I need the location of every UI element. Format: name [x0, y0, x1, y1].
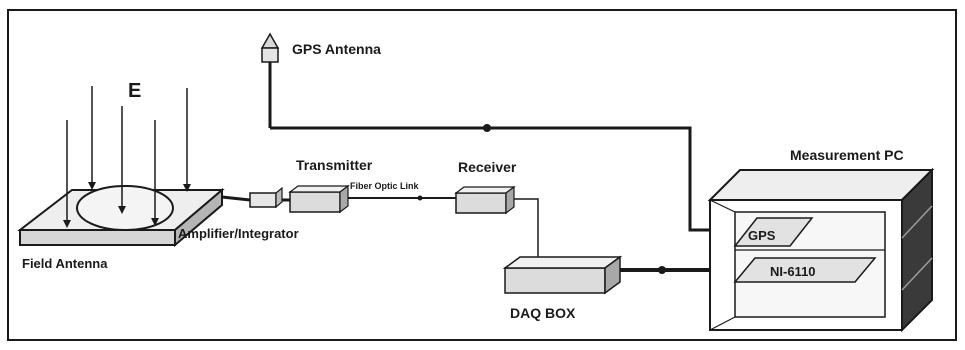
measurement-pc	[707, 167, 935, 333]
daq-box-label: DAQ BOX	[510, 305, 576, 321]
transmitter-box	[288, 184, 350, 214]
gps-antenna-icon	[260, 32, 280, 128]
ni-6110-card-label: NI-6110	[770, 264, 816, 279]
receiver-box	[454, 185, 516, 215]
measurement-pc-label: Measurement PC	[790, 147, 904, 163]
amplifier-block	[249, 186, 283, 209]
amplifier-integrator-label: Amplifier/Integrator	[178, 226, 299, 241]
gps-cable	[270, 124, 735, 232]
ni-6110-card	[733, 257, 877, 283]
antenna-cable	[221, 195, 251, 202]
fiber-optic-link	[348, 195, 456, 201]
gps-card-label: GPS	[748, 228, 776, 243]
receiver-to-daq-cable	[514, 198, 539, 268]
e-field-arrows	[63, 86, 191, 228]
fiber-optic-link-label: Fiber Optic Link	[350, 181, 420, 191]
field-antenna-label: Field Antenna	[22, 256, 108, 271]
gps-card	[733, 217, 814, 247]
diagram-frame	[7, 9, 957, 341]
daq-box	[502, 255, 623, 295]
transmitter-label: Transmitter	[296, 157, 373, 173]
receiver-label: Receiver	[458, 159, 517, 175]
e-field-label: E	[128, 80, 141, 102]
gps-antenna-label: GPS Antenna	[292, 41, 381, 57]
